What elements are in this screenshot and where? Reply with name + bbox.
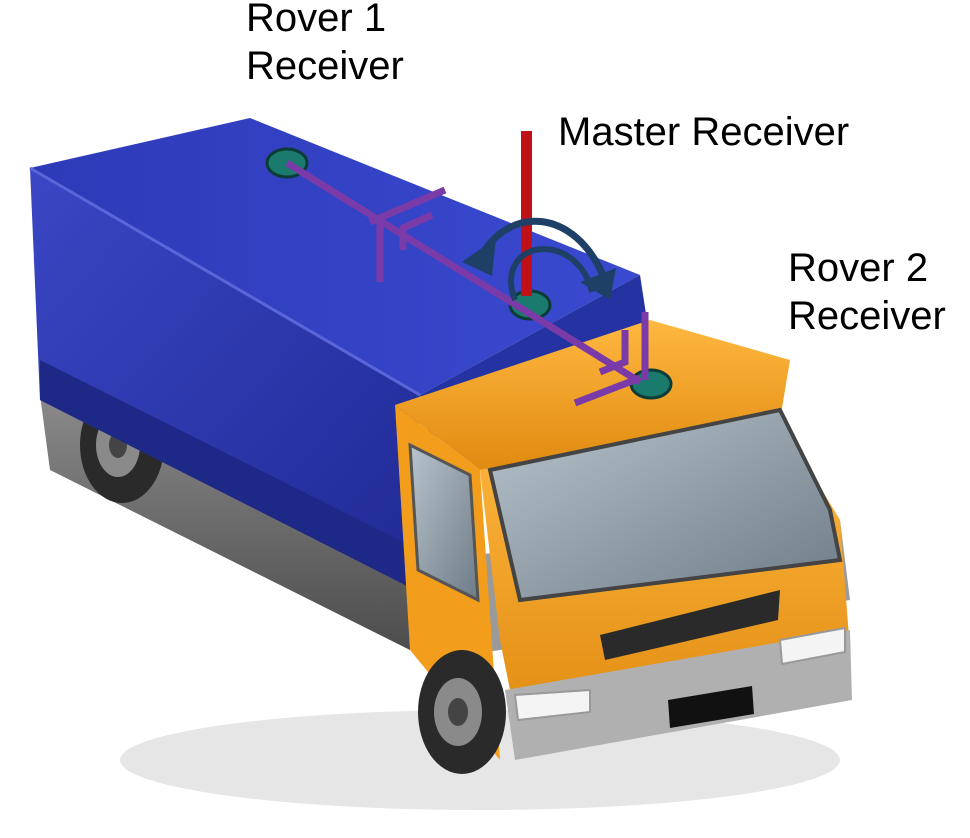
rover1-label-line1: Rover 1 (246, 0, 387, 40)
rover1-receiver-label: Rover 1 Receiver (246, 0, 404, 90)
rover2-label-line1: Rover 2 (788, 246, 929, 290)
cargo-box (29, 118, 650, 590)
rover1-label-line2: Receiver (246, 44, 404, 88)
rover2-label-line2: Receiver (788, 294, 946, 338)
front-wheel (418, 650, 506, 774)
baseline-vector (285, 160, 649, 407)
master-antenna-mast (521, 131, 532, 296)
master-label-line1: Master Receiver (558, 110, 850, 154)
rover2-receiver-label: Rover 2 Receiver (788, 244, 946, 340)
rotation-arrowheads (462, 238, 616, 300)
master-receiver-label: Master Receiver (558, 108, 849, 156)
